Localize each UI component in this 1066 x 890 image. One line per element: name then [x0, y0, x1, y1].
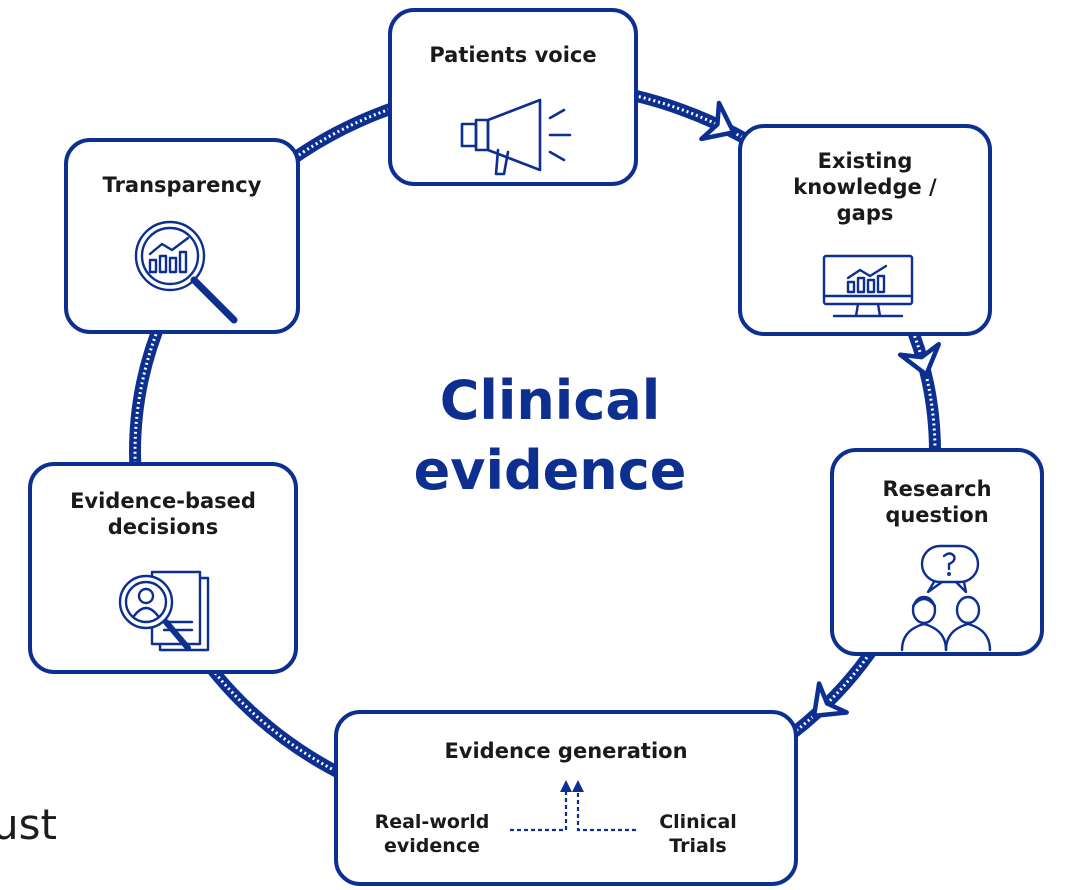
- node-title-line: Research: [882, 477, 992, 501]
- sub-label-line: evidence: [384, 835, 480, 857]
- people-question-icon: [900, 544, 992, 652]
- cycle-arrow-chevron: [897, 341, 942, 377]
- node-patients-voice: Patients voice: [388, 8, 638, 186]
- node-title: Evidence-based decisions: [32, 488, 294, 540]
- node-title-line: gaps: [836, 201, 894, 225]
- node-evidence-based-decisions: Evidence-based decisions: [28, 462, 298, 674]
- node-title: Existing knowledge / gaps: [742, 148, 988, 226]
- sub-label-line: Clinical: [659, 811, 737, 833]
- clinical-trials-label: Clinical Trials: [638, 810, 758, 858]
- center-title-line: evidence: [413, 439, 687, 502]
- center-title-line: Clinical: [439, 369, 661, 432]
- real-world-evidence-label: Real-world evidence: [352, 810, 512, 858]
- node-title-line: knowledge /: [793, 175, 937, 199]
- cycle-arrow-chevron: [699, 100, 736, 142]
- node-existing-knowledge: Existing knowledge / gaps: [738, 124, 992, 336]
- node-title-line: Evidence generation: [444, 739, 688, 763]
- center-title: Clinical evidence: [380, 366, 720, 506]
- node-title-line: question: [885, 503, 989, 527]
- node-evidence-generation: Evidence generation Real-world evidence …: [334, 710, 798, 886]
- person-document-search-icon: [118, 570, 210, 652]
- node-title: Transparency: [68, 172, 296, 198]
- merge-arrows-icon: [510, 780, 636, 832]
- node-research-question: Research question: [830, 448, 1044, 656]
- monitor-chart-icon: [822, 254, 914, 318]
- node-title-line: decisions: [107, 515, 219, 539]
- chart-magnifier-icon: [134, 220, 238, 324]
- node-transparency: Transparency: [64, 138, 300, 334]
- sub-label-line: Real-world: [374, 811, 490, 833]
- cycle-arrow-chevron: [811, 681, 849, 719]
- cropped-text: ust: [0, 800, 57, 849]
- node-title: Evidence generation: [338, 738, 794, 764]
- node-title-line: Transparency: [102, 173, 262, 197]
- node-title-line: Evidence-based: [70, 489, 256, 513]
- node-title-line: Existing: [817, 149, 913, 173]
- node-title-line: Patients voice: [429, 43, 597, 67]
- node-title: Research question: [834, 476, 1040, 528]
- megaphone-icon: [460, 98, 572, 176]
- sub-label-line: Trials: [669, 835, 727, 857]
- node-title: Patients voice: [392, 42, 634, 68]
